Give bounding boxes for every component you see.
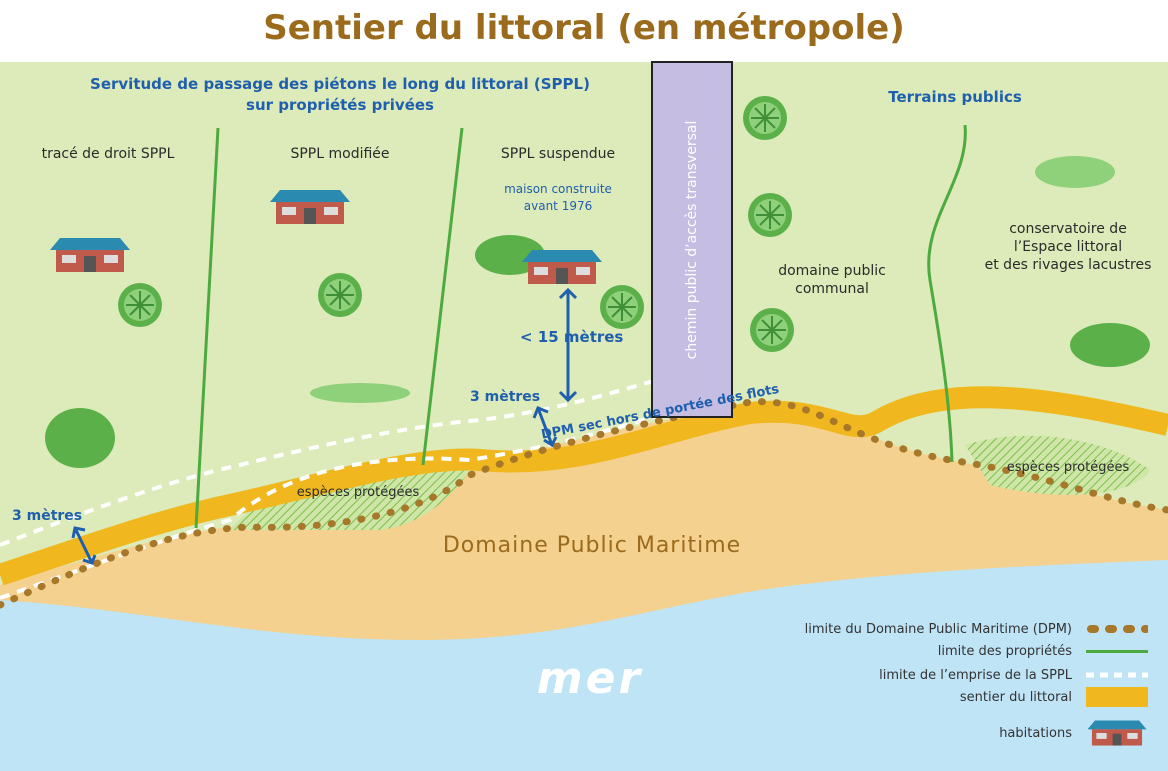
yellow-band-icon	[1086, 687, 1148, 707]
sea-label: mer	[536, 653, 644, 704]
sea-area	[0, 560, 1168, 771]
measure-left-3m: 3 mètres	[12, 508, 83, 524]
zone-suspendue: SPPL suspendue	[500, 146, 616, 162]
property-limits	[194, 124, 967, 529]
public-header: Terrains publics	[888, 88, 1022, 106]
domaine-communal-1: domaine public	[778, 263, 886, 279]
transversal-path-label: chemin public d’accès transversal	[683, 120, 700, 360]
transversal-path	[651, 61, 733, 418]
legend-item-sppl: limite de l’emprise de la SPPL	[879, 666, 1148, 684]
legend-item-proprietes: limite des propriétés	[938, 642, 1148, 660]
brown-dots-icon	[1086, 620, 1148, 638]
legend-item-dpm: limite du Domaine Public Maritime (DPM)	[805, 620, 1148, 638]
protected-species-zone-2	[965, 435, 1150, 495]
legend-label: limite de l’emprise de la SPPL	[879, 667, 1072, 683]
legend-label: sentier du littoral	[959, 689, 1072, 705]
coastal-path	[0, 386, 1168, 586]
house-icon	[1086, 720, 1148, 746]
zone-modifiee: SPPL modifiée	[290, 146, 390, 162]
green-line-icon	[1086, 642, 1148, 660]
zone-trace-droit: tracé de droit SPPL	[41, 146, 175, 162]
maison-note-2: avant 1976	[523, 199, 593, 213]
legend-label: habitations	[999, 725, 1072, 741]
protected-species-zone-1	[230, 468, 470, 530]
measure-mid-3m: 3 mètres	[470, 389, 541, 405]
domaine-communal-2: communal	[795, 281, 869, 297]
sppl-limit-1	[0, 376, 666, 547]
sppl-header-2: sur propriétés privées	[246, 96, 434, 114]
dpm-label: Domaine Public Maritime	[442, 533, 742, 558]
conservatoire-1: conservatoire de	[1009, 221, 1127, 237]
maison-note-1: maison construite	[504, 182, 612, 196]
white-dashes-icon	[1086, 666, 1148, 684]
legend-item-sentier: sentier du littoral	[959, 687, 1148, 707]
legend-label: limite des propriétés	[937, 643, 1072, 659]
sppl-header: Servitude de passage des piétons le long…	[90, 75, 590, 93]
especes-protegees-1: espèces protégées	[296, 485, 420, 500]
especes-protegees-2: espèces protégées	[1006, 460, 1130, 475]
legend-item-habitations: habitations	[999, 720, 1148, 746]
conservatoire-2: l’Espace littoral	[1013, 239, 1123, 255]
measure-15m: < 15 mètres	[520, 328, 624, 346]
legend-label: limite du Domaine Public Maritime (DPM)	[804, 621, 1072, 637]
conservatoire-3: et des rivages lacustres	[984, 257, 1152, 273]
dpm-limit	[0, 398, 1168, 609]
page-title: Sentier du littoral (en métropole)	[263, 8, 905, 48]
